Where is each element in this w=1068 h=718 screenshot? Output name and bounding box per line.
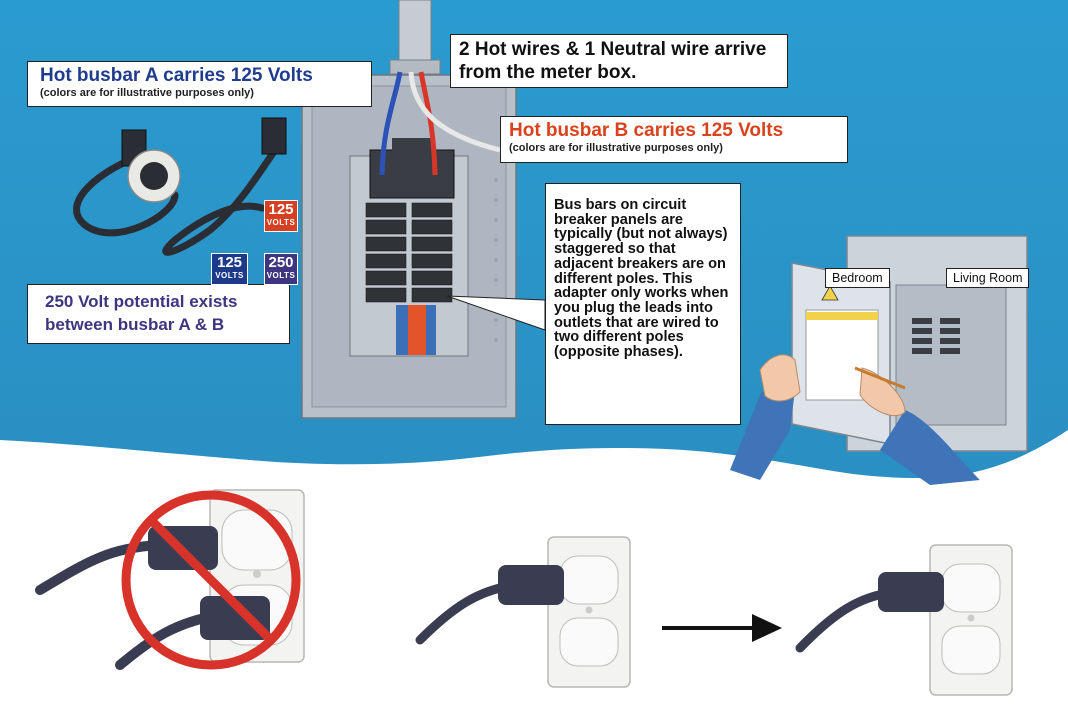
hot-wire-a — [379, 71, 403, 176]
busbar-b-note: (colors are for illustrative purposes on… — [509, 142, 723, 154]
potential-title: 250 Volt potential exists between busbar… — [45, 292, 238, 334]
neutral-wire — [408, 71, 501, 153]
main-breaker-panel — [301, 71, 517, 419]
busbar-a-title: Hot busbar A carries 125 Volts — [40, 65, 313, 86]
breaker-grid — [365, 202, 453, 303]
incoming-wires-title: 2 Hot wires & 1 Neutral wire arrive from… — [459, 39, 767, 83]
busbar-b-label: Hot busbar B carries 125 Volts (colors a… — [500, 116, 848, 163]
wall-outlet-icon — [929, 544, 1013, 696]
plug-icon — [795, 572, 944, 653]
room-label-bedroom: Bedroom — [825, 268, 890, 288]
adapter-cord-icon — [73, 117, 287, 256]
voltage-badge-busbar-a: 125 VOLTS — [211, 253, 248, 285]
busbar-a-label: Hot busbar A carries 125 Volts (colors a… — [27, 61, 372, 107]
voltage-badge-value: 250 — [268, 254, 294, 271]
voltage-badge-unit: VOLTS — [266, 271, 296, 280]
voltage-badge-busbar-b: 125 VOLTS — [264, 200, 298, 232]
voltage-badge-value: 125 — [216, 254, 243, 271]
explanation-text: Bus bars on circuit breaker panels are t… — [554, 197, 729, 361]
busbar-b-title: Hot busbar B carries 125 Volts — [509, 120, 784, 141]
wall-outlet-icon — [547, 536, 631, 688]
plug-icon — [415, 565, 564, 645]
voltage-badge-unit: VOLTS — [266, 218, 296, 227]
voltage-badge-combined: 250 VOLTS — [264, 253, 298, 285]
hands-illustration — [730, 354, 980, 485]
potential-label: 250 Volt potential exists between busbar… — [27, 284, 290, 344]
voltage-badge-unit: VOLTS — [215, 271, 244, 280]
prohibition-icon — [121, 490, 301, 670]
busbar-a-note: (colors are for illustrative purposes on… — [40, 87, 254, 99]
room-label-living-room: Living Room — [946, 268, 1030, 288]
voltage-badge-value: 125 — [268, 201, 294, 218]
arrow-right-icon — [662, 614, 782, 642]
incoming-wires-label: 2 Hot wires & 1 Neutral wire arrive from… — [450, 34, 788, 88]
explanation-box: Bus bars on circuit breaker panels are t… — [545, 183, 741, 425]
